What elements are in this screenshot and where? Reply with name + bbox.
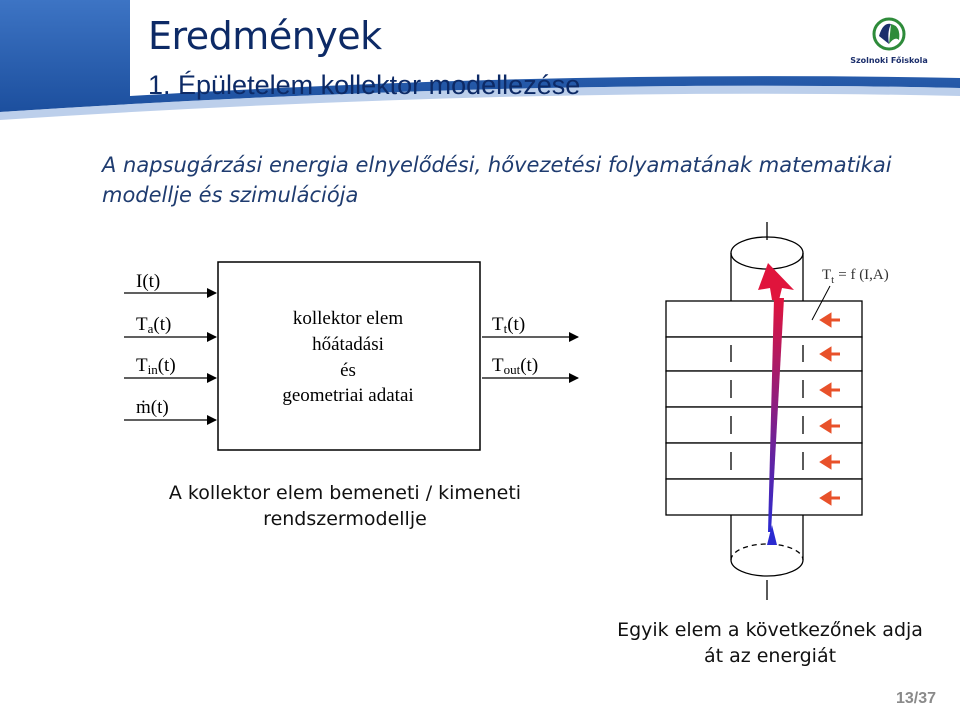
header-band [0,0,960,130]
right-caption-line-1: Egyik elem a következőnek adja [617,619,923,641]
input-label-4: ṁ(t) [136,397,169,418]
heat-arrows [819,312,840,506]
panel-layers [665,300,863,516]
input-label-3: Tin(t) [136,355,176,377]
pipe [730,222,804,600]
header-background [0,0,960,120]
heat-arrow-3 [819,382,840,398]
flow-arrow-base [767,525,777,545]
page-number: 13/37 [896,690,937,707]
lead-text: A napsugárzási energia elnyelődési, hőve… [102,150,922,210]
tt-function-label: Tt= f (I,A) [822,267,889,286]
output-arrows [482,332,579,383]
logo-emblem-icon [872,17,906,51]
school-logo: Szolnoki Főiskola [849,14,929,72]
input-arrows [124,288,217,425]
right-caption-line-2: át az energiát [703,645,837,667]
left-caption-line-1: A kollektor elem bemeneti / kimeneti [168,482,522,504]
box-line-3: és [340,360,356,381]
label-leader-line [811,285,831,321]
system-box [217,261,481,451]
element-diagram: Tt= f (I,A) [665,222,889,600]
lead-line-2: modellje és szimulációja [102,183,359,207]
block-diagram: I(t) Ta(t) Tin(t) ṁ(t) kollektor elem hő… [124,261,579,451]
box-line-1: kollektor elem [293,308,403,329]
heat-arrow-6 [819,490,840,506]
left-caption: A kollektor elem bemeneti / kimeneti ren… [140,480,550,532]
pipe-top-ellipse [730,236,804,270]
right-caption: Egyik elem a következőnek adja át az ene… [600,617,940,669]
flow-arrow [758,263,794,545]
page-subtitle: 1. Épületelem kollektor modellezése [148,70,581,100]
flow-arrow-shaft [768,298,784,532]
input-label-1: I(t) [136,271,160,292]
pipe-bottom [730,515,804,577]
box-line-2: hőátadási [312,334,384,355]
pipe-bottom-hidden [730,543,804,561]
heat-arrow-1 [819,312,840,328]
lead-line-1: A napsugárzási energia elnyelődési, hőve… [102,153,892,177]
output-label-2: Tout(t) [492,355,538,377]
box-line-4: geometriai adatai [282,385,413,406]
flow-arrow-head [758,263,794,300]
heat-arrow-2 [819,346,840,362]
page-title: Eredmények [148,14,382,58]
input-label-2: Ta(t) [136,314,171,336]
heat-arrow-5 [819,454,840,470]
output-label-1: Tt(t) [492,314,525,336]
left-caption-line-2: rendszermodellje [263,508,427,530]
heat-arrow-4 [819,418,840,434]
logo-text: Szolnoki Főiskola [850,56,928,65]
